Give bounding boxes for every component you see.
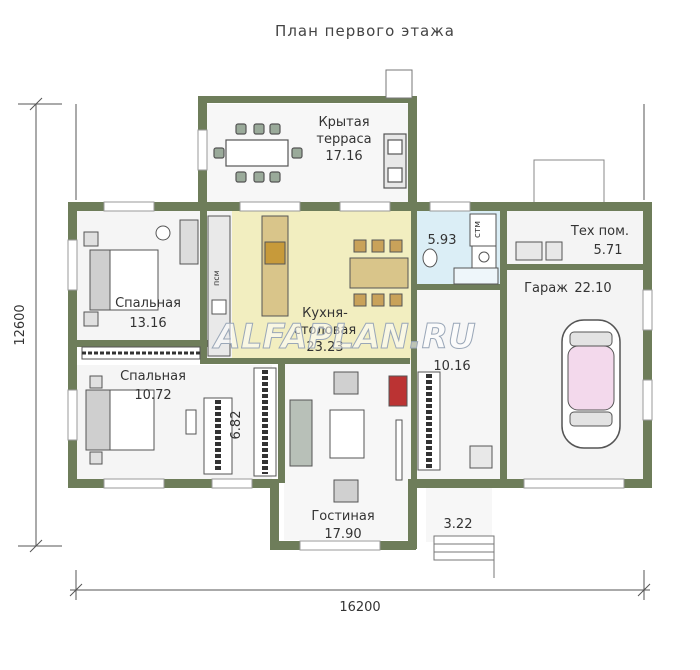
- kitchen-name-2: столовая: [294, 323, 356, 338]
- kitchen-area: 23.23: [306, 340, 343, 355]
- garage-fixtures: [515, 241, 621, 449]
- dishwasher-label: псм: [212, 270, 221, 286]
- dimension-lines: [18, 97, 651, 600]
- bedroom1-area: 13.16: [129, 316, 166, 331]
- width-dimension: 16200: [339, 600, 380, 615]
- terrace-name-1: Крытая: [318, 115, 369, 130]
- porch-area: 3.22: [444, 517, 473, 532]
- bedroom2-name: Спальная: [120, 369, 186, 384]
- washer-label: стм: [473, 221, 483, 238]
- garage-area: 22.10: [574, 281, 611, 296]
- closet-area: 6.82: [229, 411, 244, 440]
- bedroom1-name: Спальная: [115, 296, 181, 311]
- bedroom2-furniture: [85, 367, 277, 477]
- bedroom2-area: 10.72: [134, 388, 171, 403]
- terrace-furniture: [213, 123, 407, 189]
- kitchen-name-1: Кухня-: [302, 306, 348, 321]
- hall-furniture: [417, 371, 493, 471]
- bathroom-fixtures: [422, 213, 499, 285]
- living-area: 17.90: [324, 527, 361, 542]
- garage-name: Гараж: [524, 281, 568, 296]
- room-labels: Крытая терраса 17.16 Спальная 13.16 Кухн…: [115, 115, 629, 542]
- plan-title: План первого этажа: [275, 22, 455, 40]
- kitchen-furniture: [207, 215, 409, 357]
- bath-area: 5.93: [428, 233, 457, 248]
- height-dimension: 12600: [13, 304, 28, 345]
- watermark: ALFAPLAN.RU: [211, 317, 475, 357]
- porch-steps: [385, 69, 495, 578]
- tech-name: Тех пом.: [570, 224, 629, 239]
- tech-area: 5.71: [594, 243, 623, 258]
- terrace-name-2: терраса: [316, 132, 371, 147]
- hall-area: 10.16: [433, 359, 470, 374]
- living-furniture: [289, 371, 408, 503]
- bedroom1-furniture: [81, 219, 201, 360]
- terrace-area: 17.16: [325, 149, 362, 164]
- windows: [67, 129, 653, 551]
- living-name: Гостиная: [311, 509, 374, 524]
